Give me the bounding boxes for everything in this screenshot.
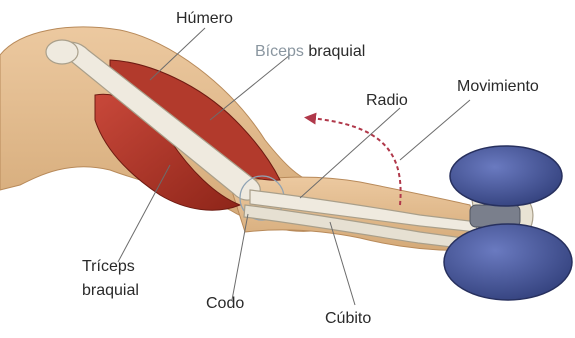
label-radio: Radio bbox=[366, 92, 408, 110]
label-biceps: Bíceps braquial bbox=[255, 43, 365, 61]
label-biceps-braquial: braquial bbox=[308, 43, 365, 60]
label-movimiento: Movimiento bbox=[457, 78, 539, 96]
humeral-head bbox=[46, 40, 78, 64]
leader-biceps bbox=[210, 55, 290, 120]
label-cubito: Cúbito bbox=[325, 310, 371, 328]
dumbbell-plate-top bbox=[450, 146, 562, 206]
dumbbell-plate-bottom bbox=[444, 224, 572, 300]
label-biceps-word: Bíceps bbox=[255, 43, 304, 60]
label-codo: Codo bbox=[206, 295, 244, 313]
leader-codo bbox=[232, 214, 248, 300]
label-triceps-2: braquial bbox=[82, 282, 139, 300]
leader-movimiento bbox=[400, 100, 470, 160]
label-triceps-1: Tríceps bbox=[82, 258, 135, 276]
label-humero: Húmero bbox=[176, 10, 233, 28]
